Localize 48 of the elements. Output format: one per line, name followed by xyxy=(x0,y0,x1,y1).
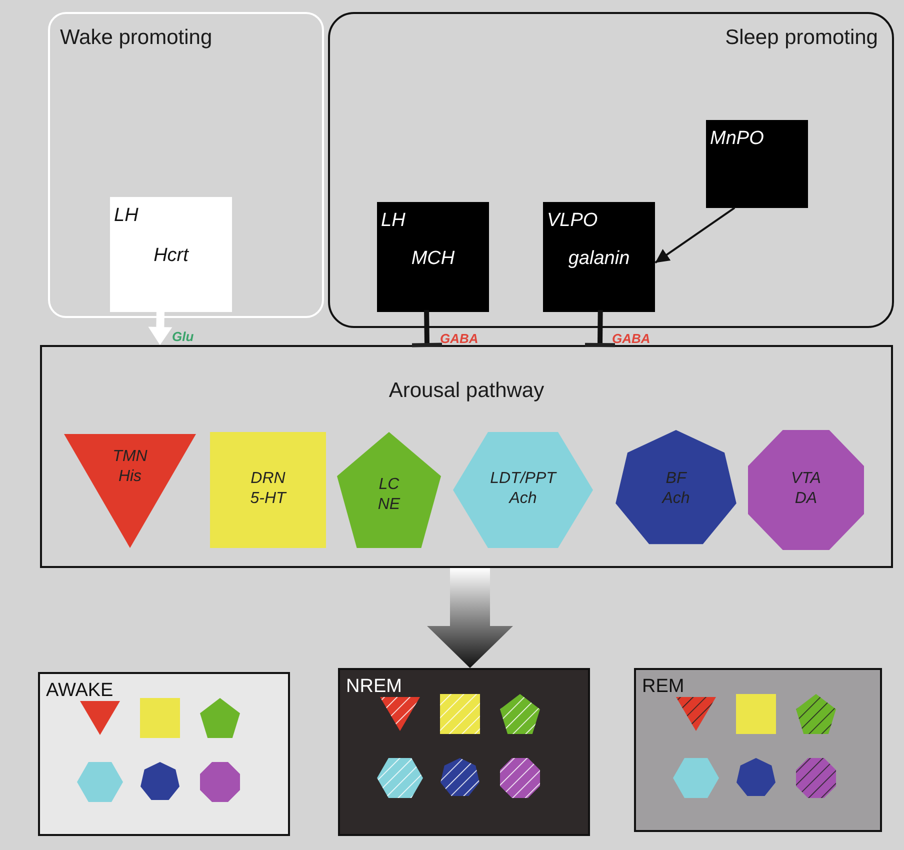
octagon-node xyxy=(748,430,864,550)
pathway-box xyxy=(40,345,893,568)
sleep-group-box xyxy=(328,12,894,328)
region-name: DRN xyxy=(250,470,286,488)
state-panel xyxy=(634,668,882,832)
neurotransmitter-name: galanin xyxy=(567,248,631,270)
neurotransmitter-name: NE xyxy=(376,496,402,514)
state-panel xyxy=(338,668,590,836)
hexagon-node xyxy=(453,432,593,548)
group-title: Sleep promoting xyxy=(725,26,878,50)
group-title: Wake promoting xyxy=(60,26,212,50)
region-box xyxy=(706,120,808,208)
state-title: REM xyxy=(642,676,684,698)
neurotransmitter-name: DA xyxy=(794,490,818,508)
region-box xyxy=(110,197,232,312)
region-name: LH xyxy=(381,210,406,232)
state-title: AWAKE xyxy=(46,680,114,702)
region-name: TMN xyxy=(112,448,148,467)
inhibition-line xyxy=(412,310,442,348)
state-panel xyxy=(38,672,290,836)
region-name: LDT/PPT xyxy=(489,470,558,488)
region-name: LC xyxy=(378,476,400,494)
square-node xyxy=(210,432,326,548)
arrow xyxy=(148,310,172,345)
region-name: VTA xyxy=(790,470,822,488)
neurotransmitter-name: Hcrt xyxy=(152,245,190,268)
edge-label: GABA xyxy=(440,332,478,347)
triangle-node xyxy=(64,434,196,548)
inhibition-line xyxy=(584,310,616,348)
group-title: Arousal pathway xyxy=(388,379,546,404)
region-name: MnPO xyxy=(710,128,764,150)
neurotransmitter-name: 5-HT xyxy=(249,490,288,508)
edge-label: Glu xyxy=(172,330,194,345)
region-box xyxy=(543,202,655,312)
region-name: BF xyxy=(664,470,688,488)
neurotransmitter-name: His xyxy=(117,468,143,487)
region-name: LH xyxy=(114,205,138,227)
neurotransmitter-name: Ach xyxy=(660,490,691,508)
arrow xyxy=(654,206,736,264)
edge-label: GABA xyxy=(612,332,650,347)
state-title: NREM xyxy=(346,676,402,698)
pentagon-node xyxy=(337,432,441,548)
wake-group-box xyxy=(48,12,324,318)
region-box xyxy=(377,202,489,312)
arrow xyxy=(427,568,513,668)
neurotransmitter-name: MCH xyxy=(410,248,456,270)
region-name: VLPO xyxy=(547,210,598,232)
neurotransmitter-name: Ach xyxy=(508,490,538,508)
